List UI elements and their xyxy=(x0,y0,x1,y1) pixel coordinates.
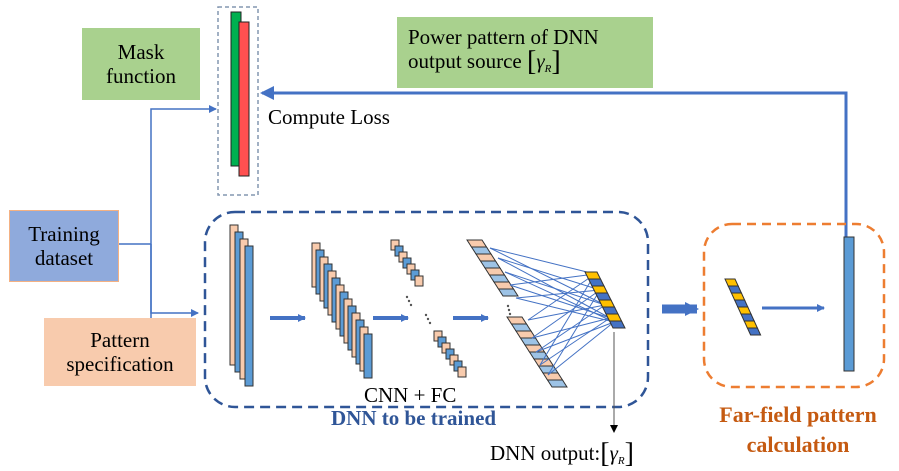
farfield-title: Far-field pattern calculation xyxy=(719,402,877,457)
fc-connection xyxy=(539,317,611,366)
ellipsis-dot xyxy=(409,303,413,307)
training-dataset-box: Training dataset xyxy=(9,210,119,282)
fc-input-neuron xyxy=(484,267,506,276)
dnn-output-neuron xyxy=(608,320,626,329)
fc-connection xyxy=(535,321,615,353)
feature-map-layer3 xyxy=(414,275,424,287)
fc-input-neuron xyxy=(510,323,532,332)
fc-input-neuron xyxy=(515,330,537,339)
ellipsis-dot xyxy=(506,304,510,308)
fc-connection xyxy=(489,247,596,275)
fc-connection xyxy=(509,273,596,286)
fc-connection xyxy=(535,304,606,353)
dnn-container xyxy=(203,210,650,409)
arrow-to-mask xyxy=(150,105,217,320)
ellipsis-dot xyxy=(428,321,432,325)
fc-connection xyxy=(531,289,601,339)
power-pattern-box: Power pattern of DNN output source [γR] xyxy=(397,17,653,88)
fc-input-neuron xyxy=(479,260,501,269)
fc-input-neuron xyxy=(519,337,541,346)
dnn-output-neuron xyxy=(601,306,619,315)
feature-map-layer3 xyxy=(457,366,467,378)
fc-input-neuron xyxy=(506,316,528,325)
dnn-output-neuron xyxy=(591,285,609,294)
fc-connection xyxy=(539,273,596,366)
farfield-input-element xyxy=(746,327,762,336)
ellipsis-dot xyxy=(424,313,428,317)
ellipsis-dot xyxy=(407,299,411,303)
fc-input-neuron xyxy=(497,288,519,297)
dnn-output-neuron xyxy=(584,271,602,280)
power-pattern-line2: output source [γR] xyxy=(408,45,561,77)
fc-input-neuron xyxy=(475,253,497,262)
ellipsis-dot xyxy=(426,317,430,321)
fc-connection xyxy=(504,271,606,306)
farfield-input-element xyxy=(743,320,759,329)
pattern-specification-box: Pattern specification xyxy=(44,318,196,386)
cnn-fc-label: CNN + FC xyxy=(364,383,457,407)
dnn-output-label: DNN output:[γR] xyxy=(490,438,634,469)
fc-connection xyxy=(515,297,615,323)
ellipsis-dot xyxy=(507,308,511,312)
compute-loss-label: Compute Loss xyxy=(268,105,390,129)
feedback-arrow xyxy=(260,86,848,240)
feature-map-layer1 xyxy=(244,245,254,387)
fc-input-neuron xyxy=(542,372,564,381)
ellipsis-dot xyxy=(508,312,512,316)
dnn-output-neuron xyxy=(594,292,612,301)
farfield-input-element xyxy=(730,292,746,301)
arrow-to-dnn xyxy=(150,244,199,317)
farfield-input-element xyxy=(733,299,749,308)
mask-container xyxy=(217,6,259,196)
fc-connection xyxy=(515,289,601,299)
farfield-output-bar xyxy=(843,236,855,372)
fc-input-neuron xyxy=(466,239,488,248)
farfield-input-element xyxy=(740,313,755,322)
fc-input-neuron xyxy=(546,379,568,388)
fc-input-neuron xyxy=(488,274,510,283)
farfield-input-element xyxy=(727,285,743,294)
farfield-input-element xyxy=(737,306,752,315)
fc-connection xyxy=(547,321,615,376)
fc-connection xyxy=(489,247,606,306)
dnn-output-neuron xyxy=(605,313,623,322)
farfield-input-element xyxy=(724,278,739,287)
feature-map-layer2 xyxy=(363,333,373,379)
power-pattern-line1: Power pattern of DNN xyxy=(408,24,599,49)
mask-function-box: Mask function xyxy=(82,28,200,100)
farfield-container xyxy=(702,222,886,389)
fc-input-neuron xyxy=(470,246,492,255)
ellipsis-dot xyxy=(405,295,409,299)
fc-connection xyxy=(527,273,596,321)
mask-red-bar xyxy=(238,21,250,177)
dnn-output-neuron xyxy=(587,278,605,287)
fc-connection xyxy=(497,257,601,291)
fc-connection xyxy=(527,304,606,321)
fc-connection xyxy=(547,289,601,376)
dnn-title: DNN to be trained xyxy=(331,406,497,430)
cnn-layers xyxy=(229,224,762,388)
